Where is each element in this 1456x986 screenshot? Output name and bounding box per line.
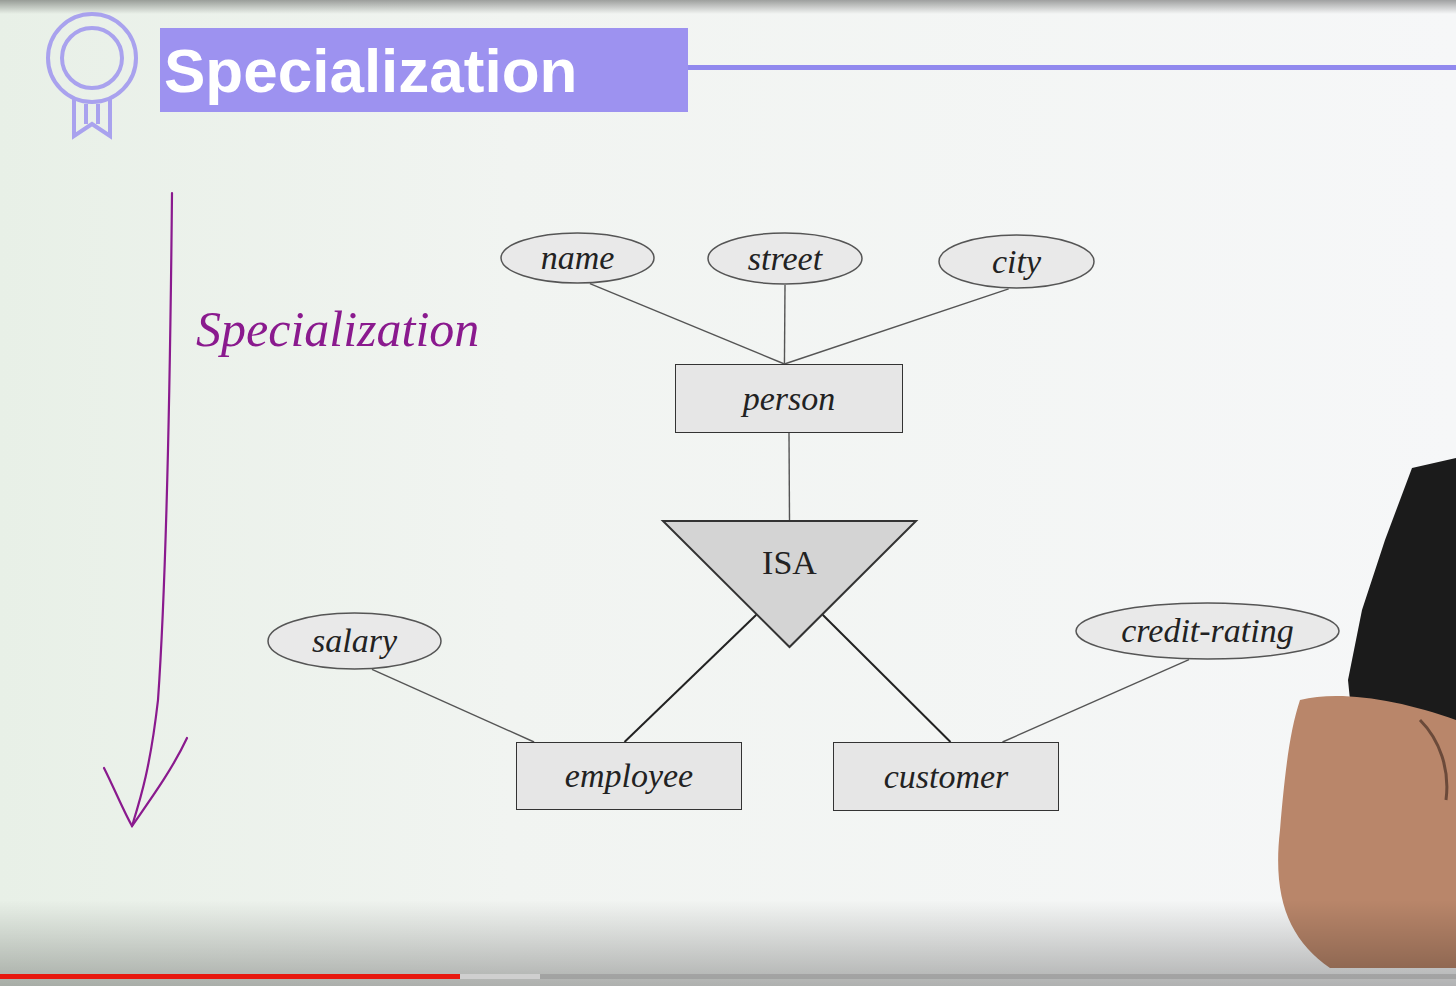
connector-line bbox=[590, 284, 785, 364]
shape-outline bbox=[663, 521, 916, 647]
shape-outline bbox=[1076, 603, 1339, 659]
isa-triangle: ISA bbox=[662, 520, 917, 648]
attribute-ellipse: name bbox=[500, 232, 655, 284]
node-label: salary bbox=[312, 622, 397, 660]
connector-line bbox=[823, 615, 951, 742]
connector-line bbox=[784, 285, 786, 364]
top-shade bbox=[0, 0, 1456, 14]
connector-line bbox=[624, 615, 756, 742]
hand-arrow bbox=[104, 193, 187, 826]
slide-title: Specialization bbox=[164, 35, 577, 106]
connector-line bbox=[788, 433, 790, 520]
connector-line bbox=[784, 289, 1008, 364]
attribute-ellipse: street bbox=[707, 232, 863, 285]
presenter bbox=[1278, 458, 1456, 968]
progress-played bbox=[0, 974, 460, 979]
handwritten-note: Specialization bbox=[196, 300, 479, 358]
node-label: ISA bbox=[762, 544, 817, 582]
node-label: name bbox=[541, 239, 615, 277]
badge-icon bbox=[48, 14, 136, 136]
node-label: credit-rating bbox=[1121, 612, 1294, 650]
shape-outline bbox=[939, 235, 1094, 288]
attribute-ellipse: salary bbox=[267, 612, 442, 670]
header-rule bbox=[688, 65, 1456, 70]
shape-outline bbox=[268, 613, 441, 669]
entity-box: customer bbox=[833, 742, 1059, 811]
connector-line bbox=[1003, 660, 1189, 742]
node-label: street bbox=[748, 240, 822, 278]
handwritten-label: Specialization bbox=[196, 301, 479, 357]
progress-track bbox=[0, 974, 1456, 979]
node-label: city bbox=[992, 243, 1041, 281]
shape-outline bbox=[708, 233, 862, 284]
attribute-ellipse: city bbox=[938, 234, 1095, 289]
progress-buffer bbox=[0, 974, 540, 979]
entity-box: employee bbox=[516, 742, 742, 810]
node-label: customer bbox=[884, 758, 1009, 796]
bottom-shade bbox=[0, 900, 1456, 986]
triangle-outline bbox=[662, 520, 917, 648]
attribute-ellipse: credit-rating bbox=[1075, 602, 1340, 660]
shape-outline bbox=[501, 233, 654, 283]
node-label: person bbox=[743, 380, 836, 418]
node-label: employee bbox=[565, 757, 693, 795]
connector-line bbox=[372, 669, 534, 742]
title-band: Specialization bbox=[160, 28, 688, 112]
entity-box: person bbox=[675, 364, 903, 433]
